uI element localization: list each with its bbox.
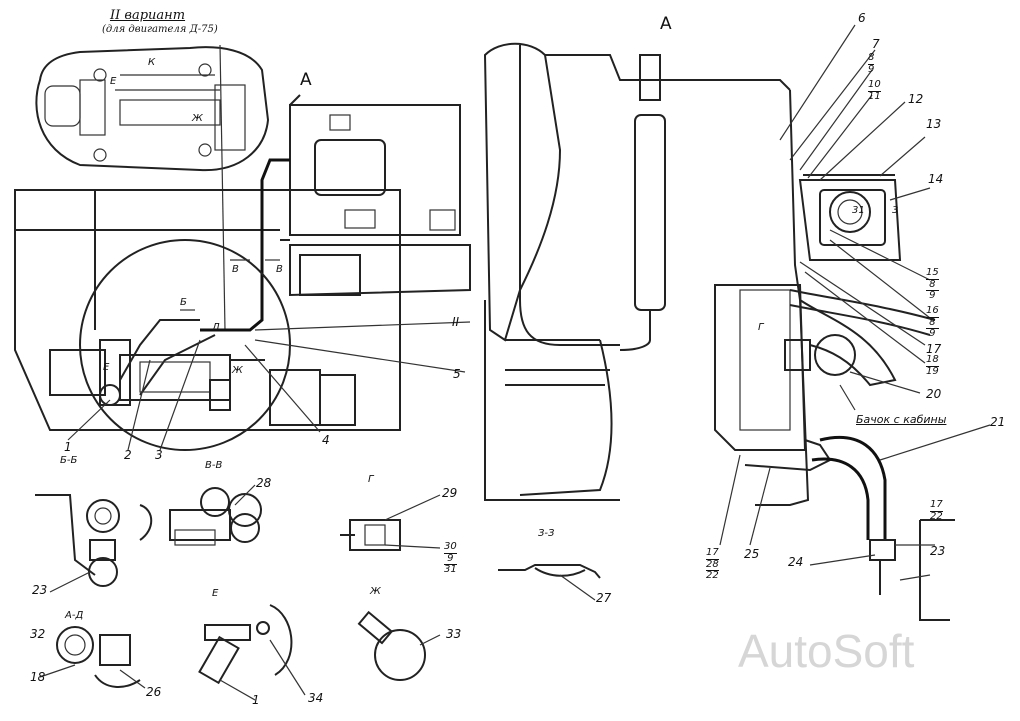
callout-26: 26 (146, 685, 162, 699)
callout-24: 24 (788, 555, 804, 569)
callout-27: 27 (596, 591, 612, 605)
callout-3: 3 (155, 448, 163, 462)
callout-6: 6 (858, 11, 866, 25)
cut-e-top: Е (110, 76, 117, 87)
cut-e: Е (103, 362, 110, 373)
callout-23b: 23 (32, 583, 48, 597)
callout-28: 28 (256, 476, 272, 490)
section-a-d: А-Д (65, 610, 84, 621)
detail-z-z (498, 564, 601, 601)
section-e: Е (212, 588, 219, 599)
callout-32: 32 (30, 627, 46, 641)
variant-title: II вариант (110, 8, 186, 23)
detail-b-b (35, 494, 153, 593)
section-zh: Ж (370, 586, 381, 597)
right-main-view (483, 24, 991, 621)
cut-v1: В (232, 264, 239, 275)
detail-g (340, 494, 441, 551)
cut-d: Д (212, 322, 220, 333)
callout-5: 5 (453, 367, 461, 381)
cut-v2: В (276, 264, 283, 275)
callout-20: 20 (926, 387, 942, 401)
inset-engine-variant (35, 44, 270, 331)
left-main-view (14, 94, 471, 451)
cut-zh-top: Ж (192, 113, 203, 124)
detail-e (198, 604, 306, 701)
detail-a-d (39, 626, 146, 689)
view-a-arrow-label: А (300, 70, 312, 90)
callout-12: 12 (908, 92, 924, 106)
detail-zh (357, 610, 441, 681)
section-b-b: Б-Б (60, 455, 78, 466)
callout-21: 21 (990, 415, 1006, 429)
tank-note: Бачок с кабины (856, 413, 947, 426)
callout-25: 25 (744, 547, 760, 561)
inset-3: 3 (892, 205, 899, 216)
callout-29: 29 (442, 486, 458, 500)
cut-b: Б (180, 297, 187, 308)
callout-13: 13 (926, 117, 942, 131)
inset-31: 31 (852, 205, 865, 216)
watermark: AutoSoft (738, 625, 915, 677)
callout-18: 18 (30, 670, 46, 684)
callout-34: 34 (308, 691, 324, 705)
callout-1: 1 (64, 440, 72, 454)
section-z-z: З-З (538, 528, 555, 539)
section-v-v: В-В (205, 460, 223, 471)
detail-v-v (169, 484, 262, 546)
cut-zh: Ж (232, 365, 243, 376)
callout-33: 33 (446, 627, 462, 641)
callout-14: 14 (928, 172, 944, 186)
callout-17: 17 (926, 342, 942, 356)
callout-7: 7 (872, 37, 880, 51)
variant-subtitle: (для двигателя Д-75) (102, 24, 218, 35)
section-g: Г (368, 474, 374, 485)
cut-g-inner: Г (758, 322, 764, 333)
callout-4: 4 (322, 433, 330, 447)
callout-1b: 1 (252, 693, 260, 707)
callout-2: 2 (124, 448, 132, 462)
view-a-label: А (660, 14, 672, 34)
cut-k-top: К (148, 57, 156, 68)
callout-23: 23 (930, 544, 946, 558)
callout-11b: II (452, 315, 460, 329)
